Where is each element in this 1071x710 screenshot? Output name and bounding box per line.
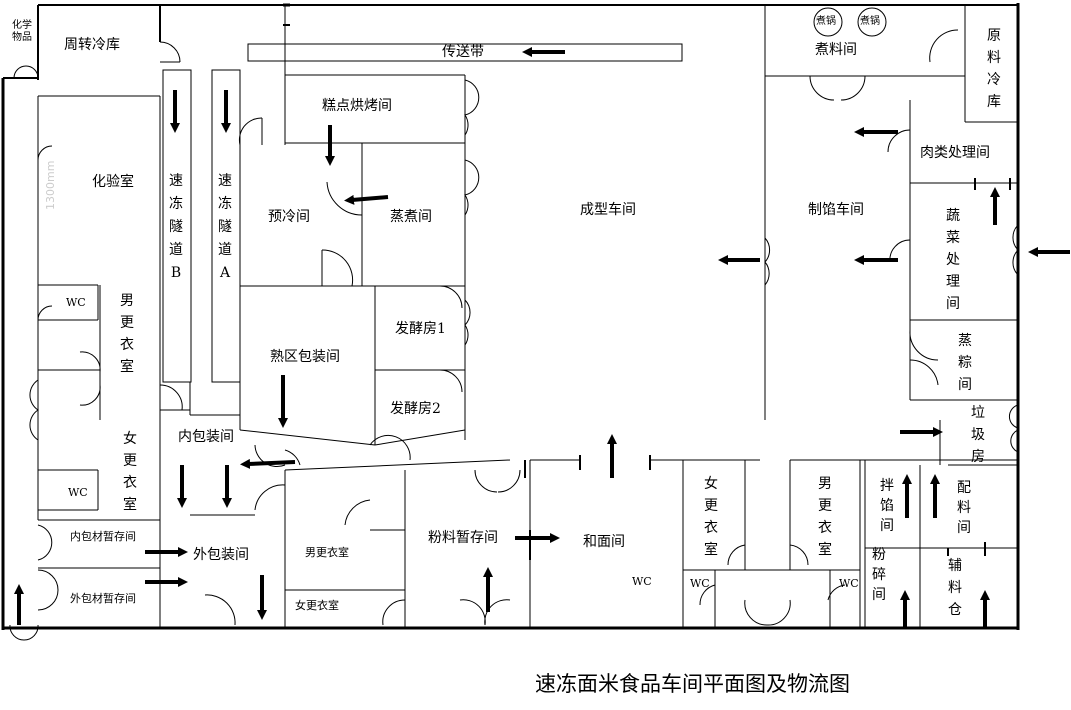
freeze-tunnel-b-label: 速冻隧道B [169, 173, 183, 281]
outer-packing-label: 外包装间 [193, 547, 249, 563]
auxiliary-store-label: 辅料仓 [948, 558, 962, 618]
dough-mixing-label: 和面间 [583, 534, 625, 550]
cooked-packing-label: 熟区包装间 [270, 349, 340, 365]
pot-2-label: 煮锅 [860, 16, 880, 27]
cooking-room-label: 煮料间 [815, 42, 857, 58]
raw-cold-store-label: 原料冷库 [987, 28, 1001, 110]
fermentation-1-label: 发酵房1 [395, 321, 446, 337]
mens-locker-2-label: 男更衣室 [305, 546, 349, 559]
ingredient-prep-label: 配料间 [957, 480, 971, 536]
inner-material-store-label: 内包材暂存间 [70, 530, 136, 543]
mens-locker-3-label: 男更衣室 [818, 476, 832, 558]
filling-workshop-label: 制馅车间 [808, 202, 864, 218]
womens-locker-1-label: 女更衣室 [123, 431, 137, 513]
wc-5-label: WC [839, 577, 859, 590]
womens-locker-2-label: 女更衣室 [295, 599, 339, 612]
inner-packing-label: 内包装间 [178, 429, 234, 445]
outer-material-store-label: 外包材暂存间 [70, 592, 136, 605]
wc-3-label: WC [632, 575, 652, 588]
meat-processing-label: 肉类处理间 [920, 145, 990, 161]
wc-1-label: WC [66, 296, 86, 309]
pastry-baking-label: 糕点烘烤间 [322, 98, 392, 114]
milling-label: 粉碎间 [872, 547, 886, 603]
lab-label: 化验室 [92, 174, 134, 190]
veg-processing-label: 蔬菜处理间 [946, 208, 960, 312]
zongzi-steaming-label: 蒸粽间 [958, 333, 972, 393]
conveyor-label: 传送带 [442, 44, 484, 60]
fermentation-2-label: 发酵房2 [390, 401, 441, 417]
wc-2-label: WC [68, 486, 88, 499]
dimension-watermark: 1300mm [44, 160, 57, 210]
womens-locker-3-label: 女更衣室 [704, 476, 718, 558]
precooling-label: 预冷间 [268, 209, 310, 225]
wc-4-label: WC [690, 577, 710, 590]
garbage-room-label: 垃圾房 [971, 405, 985, 465]
mens-locker-1-label: 男更衣室 [120, 293, 134, 375]
freeze-tunnel-a-label: 速冻隧道A [218, 173, 232, 281]
forming-workshop-label: 成型车间 [580, 202, 636, 218]
pot-1-label: 煮锅 [816, 16, 836, 27]
stuffing-mixing-label: 拌馅间 [880, 478, 894, 534]
flour-store-label: 粉料暂存间 [428, 530, 498, 546]
chemicals-room-label: 化学物品 [12, 20, 32, 43]
diagram-title: 速冻面米食品车间平面图及物流图 [535, 672, 850, 696]
steaming-label: 蒸煮间 [390, 209, 432, 225]
turnover-cold-store-label: 周转冷库 [64, 37, 120, 53]
